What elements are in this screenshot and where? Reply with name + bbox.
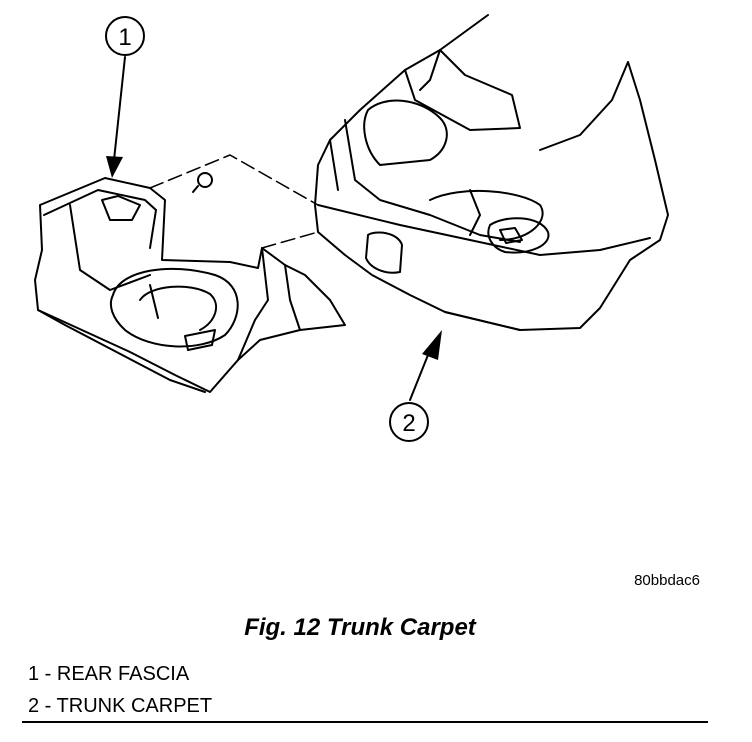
legend-item-trunk-carpet: 2 - TRUNK CARPET [28, 695, 213, 717]
legend: 1 - REAR FASCIA 2 - TRUNK CARPET [28, 658, 212, 722]
callout-1-label: 1 [118, 24, 131, 51]
leader-arrows [106, 56, 442, 401]
trunk-carpet-illustration: 1 2 [34, 14, 669, 442]
trunk-carpet-drawing [34, 172, 346, 393]
callout-2: 2 [389, 402, 429, 442]
figure-caption: Fig. 12 Trunk Carpet [244, 614, 476, 641]
callout-1: 1 [105, 16, 145, 56]
bottom-divider [22, 721, 708, 723]
callout-2-label: 2 [402, 410, 415, 437]
legend-item-rear-fascia: 1 - REAR FASCIA [28, 663, 190, 685]
alignment-lines [149, 154, 319, 249]
image-code: 80bbdac6 [634, 572, 700, 589]
rear-fascia-drawing [314, 14, 669, 331]
